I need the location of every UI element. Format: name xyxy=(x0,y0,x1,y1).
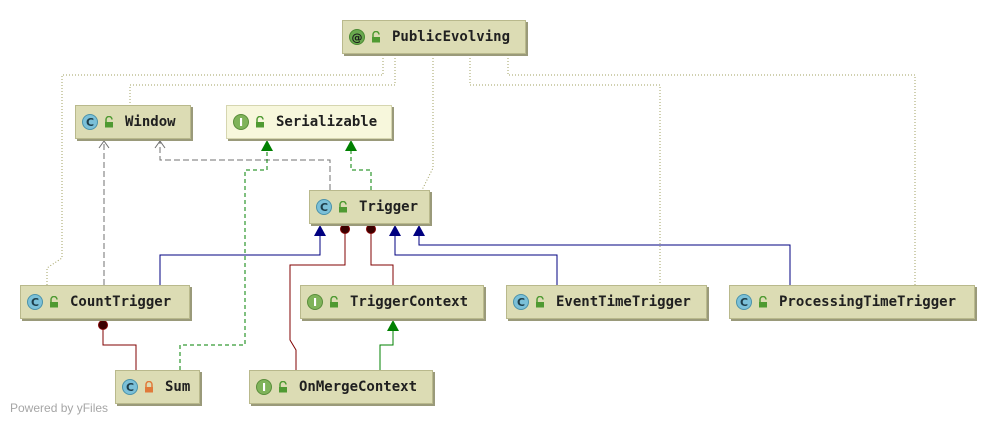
edge-annotation-trigger xyxy=(421,55,434,191)
node-onmergecontext[interactable]: I OnMergeContext xyxy=(249,370,433,404)
edge-eventtime-trigger xyxy=(394,235,558,285)
edge-trigger-window xyxy=(159,141,331,190)
annotation-edges xyxy=(46,55,916,285)
node-label: PublicEvolving xyxy=(392,29,511,45)
public-lock-icon xyxy=(759,296,767,308)
public-lock-icon xyxy=(279,381,287,393)
edge-annotation-eventtime xyxy=(469,55,661,285)
dependency-edges xyxy=(98,140,331,285)
public-lock-icon xyxy=(536,296,544,308)
interface-icon: I xyxy=(256,379,272,395)
public-lock-icon xyxy=(339,201,347,213)
node-label: TriggerContext xyxy=(350,294,469,310)
public-lock-icon xyxy=(372,31,380,43)
annotation-icon: @ xyxy=(349,29,365,45)
powered-by-footer: Powered by yFiles xyxy=(10,401,109,415)
class-icon: C xyxy=(316,199,332,215)
node-label: Serializable xyxy=(276,114,378,130)
inner-class-edges xyxy=(102,233,394,370)
edge-processingtime-trigger xyxy=(418,235,791,285)
edge-counttrigger-trigger xyxy=(159,235,321,285)
interface-icon: I xyxy=(307,294,323,310)
node-label: CountTrigger xyxy=(70,294,172,310)
class-icon: C xyxy=(513,294,529,310)
edge-sum-serializable xyxy=(179,150,268,370)
node-window[interactable]: C Window xyxy=(75,105,191,139)
edge-trigger-serializable xyxy=(350,150,372,190)
interface-icon: I xyxy=(233,114,249,130)
node-label: ProcessingTimeTrigger xyxy=(779,294,957,310)
class-icon: C xyxy=(736,294,752,310)
edge-onmerge-triggercontext xyxy=(379,330,394,370)
edge-triggercontext-trigger xyxy=(370,233,394,285)
implements-edges xyxy=(179,150,394,370)
edge-annotation-counttrigger xyxy=(46,55,384,285)
class-icon: C xyxy=(82,114,98,130)
edge-annotation-processingtime xyxy=(507,55,916,285)
edge-sum-counttrigger xyxy=(102,330,137,370)
node-processingtimetrigger[interactable]: C ProcessingTimeTrigger xyxy=(729,285,975,319)
node-label: Window xyxy=(125,114,176,130)
node-serializable[interactable]: I Serializable xyxy=(226,105,392,139)
private-lock-icon xyxy=(145,381,153,393)
class-icon: C xyxy=(122,379,138,395)
node-eventtimetrigger[interactable]: C EventTimeTrigger xyxy=(506,285,707,319)
public-lock-icon xyxy=(256,116,264,128)
node-publicevolving[interactable]: @ PublicEvolving xyxy=(342,20,526,54)
node-triggercontext[interactable]: I TriggerContext xyxy=(300,285,484,319)
node-label: Sum xyxy=(165,379,191,395)
node-sum[interactable]: C Sum xyxy=(115,370,200,404)
edge-annotation-window xyxy=(129,55,396,105)
node-label: OnMergeContext xyxy=(299,379,418,395)
class-icon: C xyxy=(27,294,43,310)
node-trigger[interactable]: C Trigger xyxy=(309,190,430,224)
edge-onmerge-trigger xyxy=(289,233,346,370)
public-lock-icon xyxy=(330,296,338,308)
public-lock-icon xyxy=(50,296,58,308)
node-label: EventTimeTrigger xyxy=(556,294,691,310)
node-counttrigger[interactable]: C CountTrigger xyxy=(20,285,190,319)
public-lock-icon xyxy=(105,116,113,128)
node-label: Trigger xyxy=(359,199,419,215)
extends-edges xyxy=(159,235,791,285)
